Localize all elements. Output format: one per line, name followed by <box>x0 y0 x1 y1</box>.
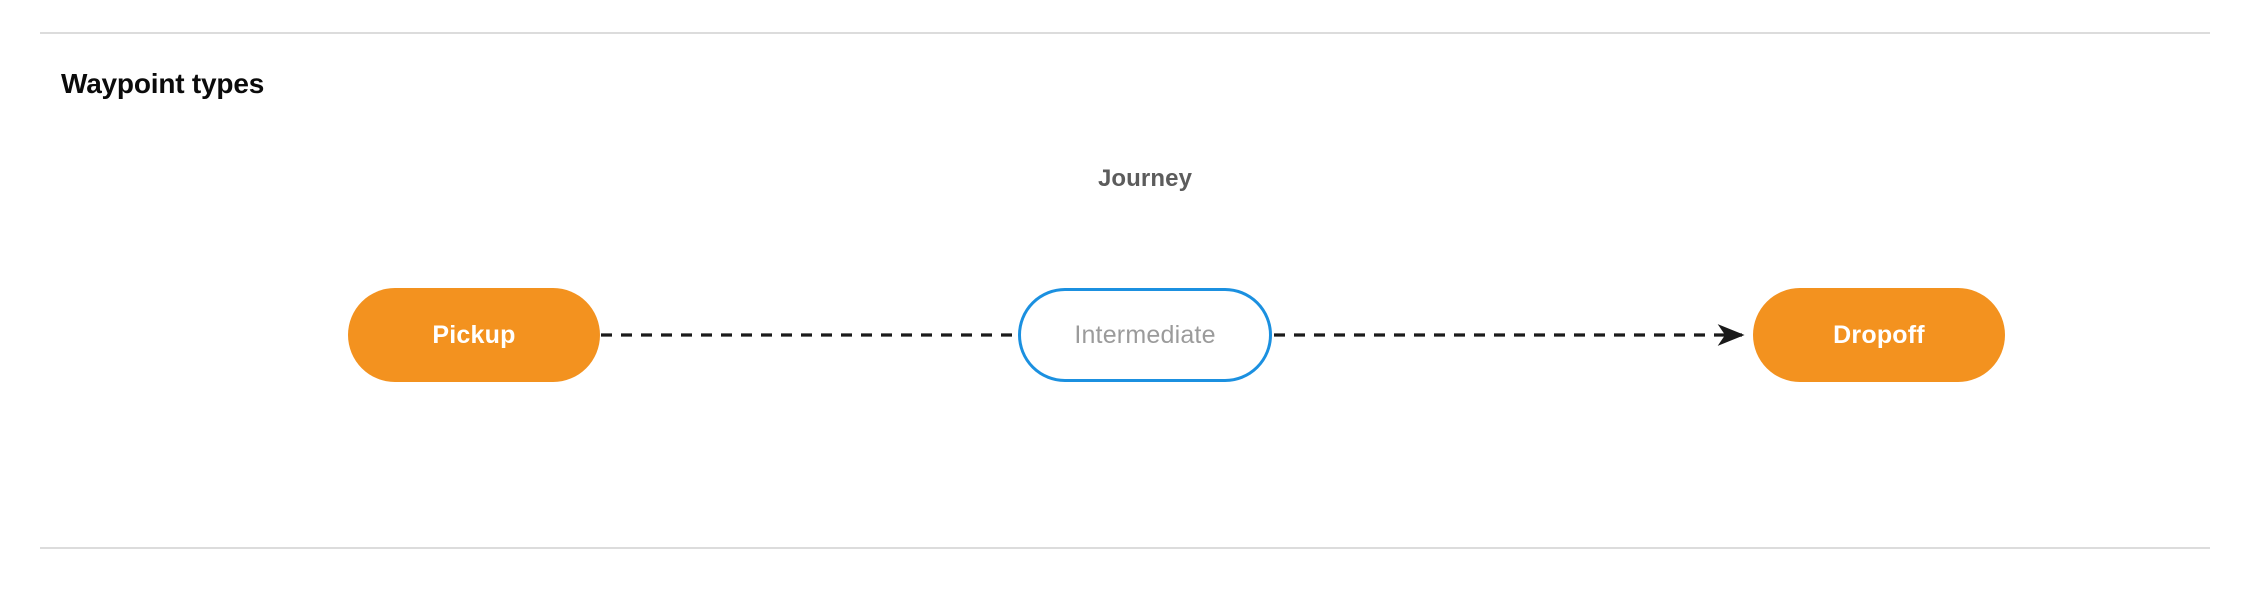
waypoint-node-pickup[interactable]: Pickup <box>348 288 600 382</box>
section-divider-bottom <box>40 547 2210 549</box>
section-divider-top <box>40 32 2210 34</box>
waypoint-node-dropoff-label: Dropoff <box>1833 320 1925 349</box>
journey-group-label: Journey <box>1097 165 1193 192</box>
waypoint-node-intermediate-label: Intermediate <box>1074 320 1216 349</box>
page-title: Waypoint types <box>61 68 265 99</box>
waypoint-node-intermediate[interactable]: Intermediate <box>1018 288 1272 382</box>
waypoint-node-pickup-label: Pickup <box>432 320 516 349</box>
waypoint-node-dropoff[interactable]: Dropoff <box>1753 288 2005 382</box>
